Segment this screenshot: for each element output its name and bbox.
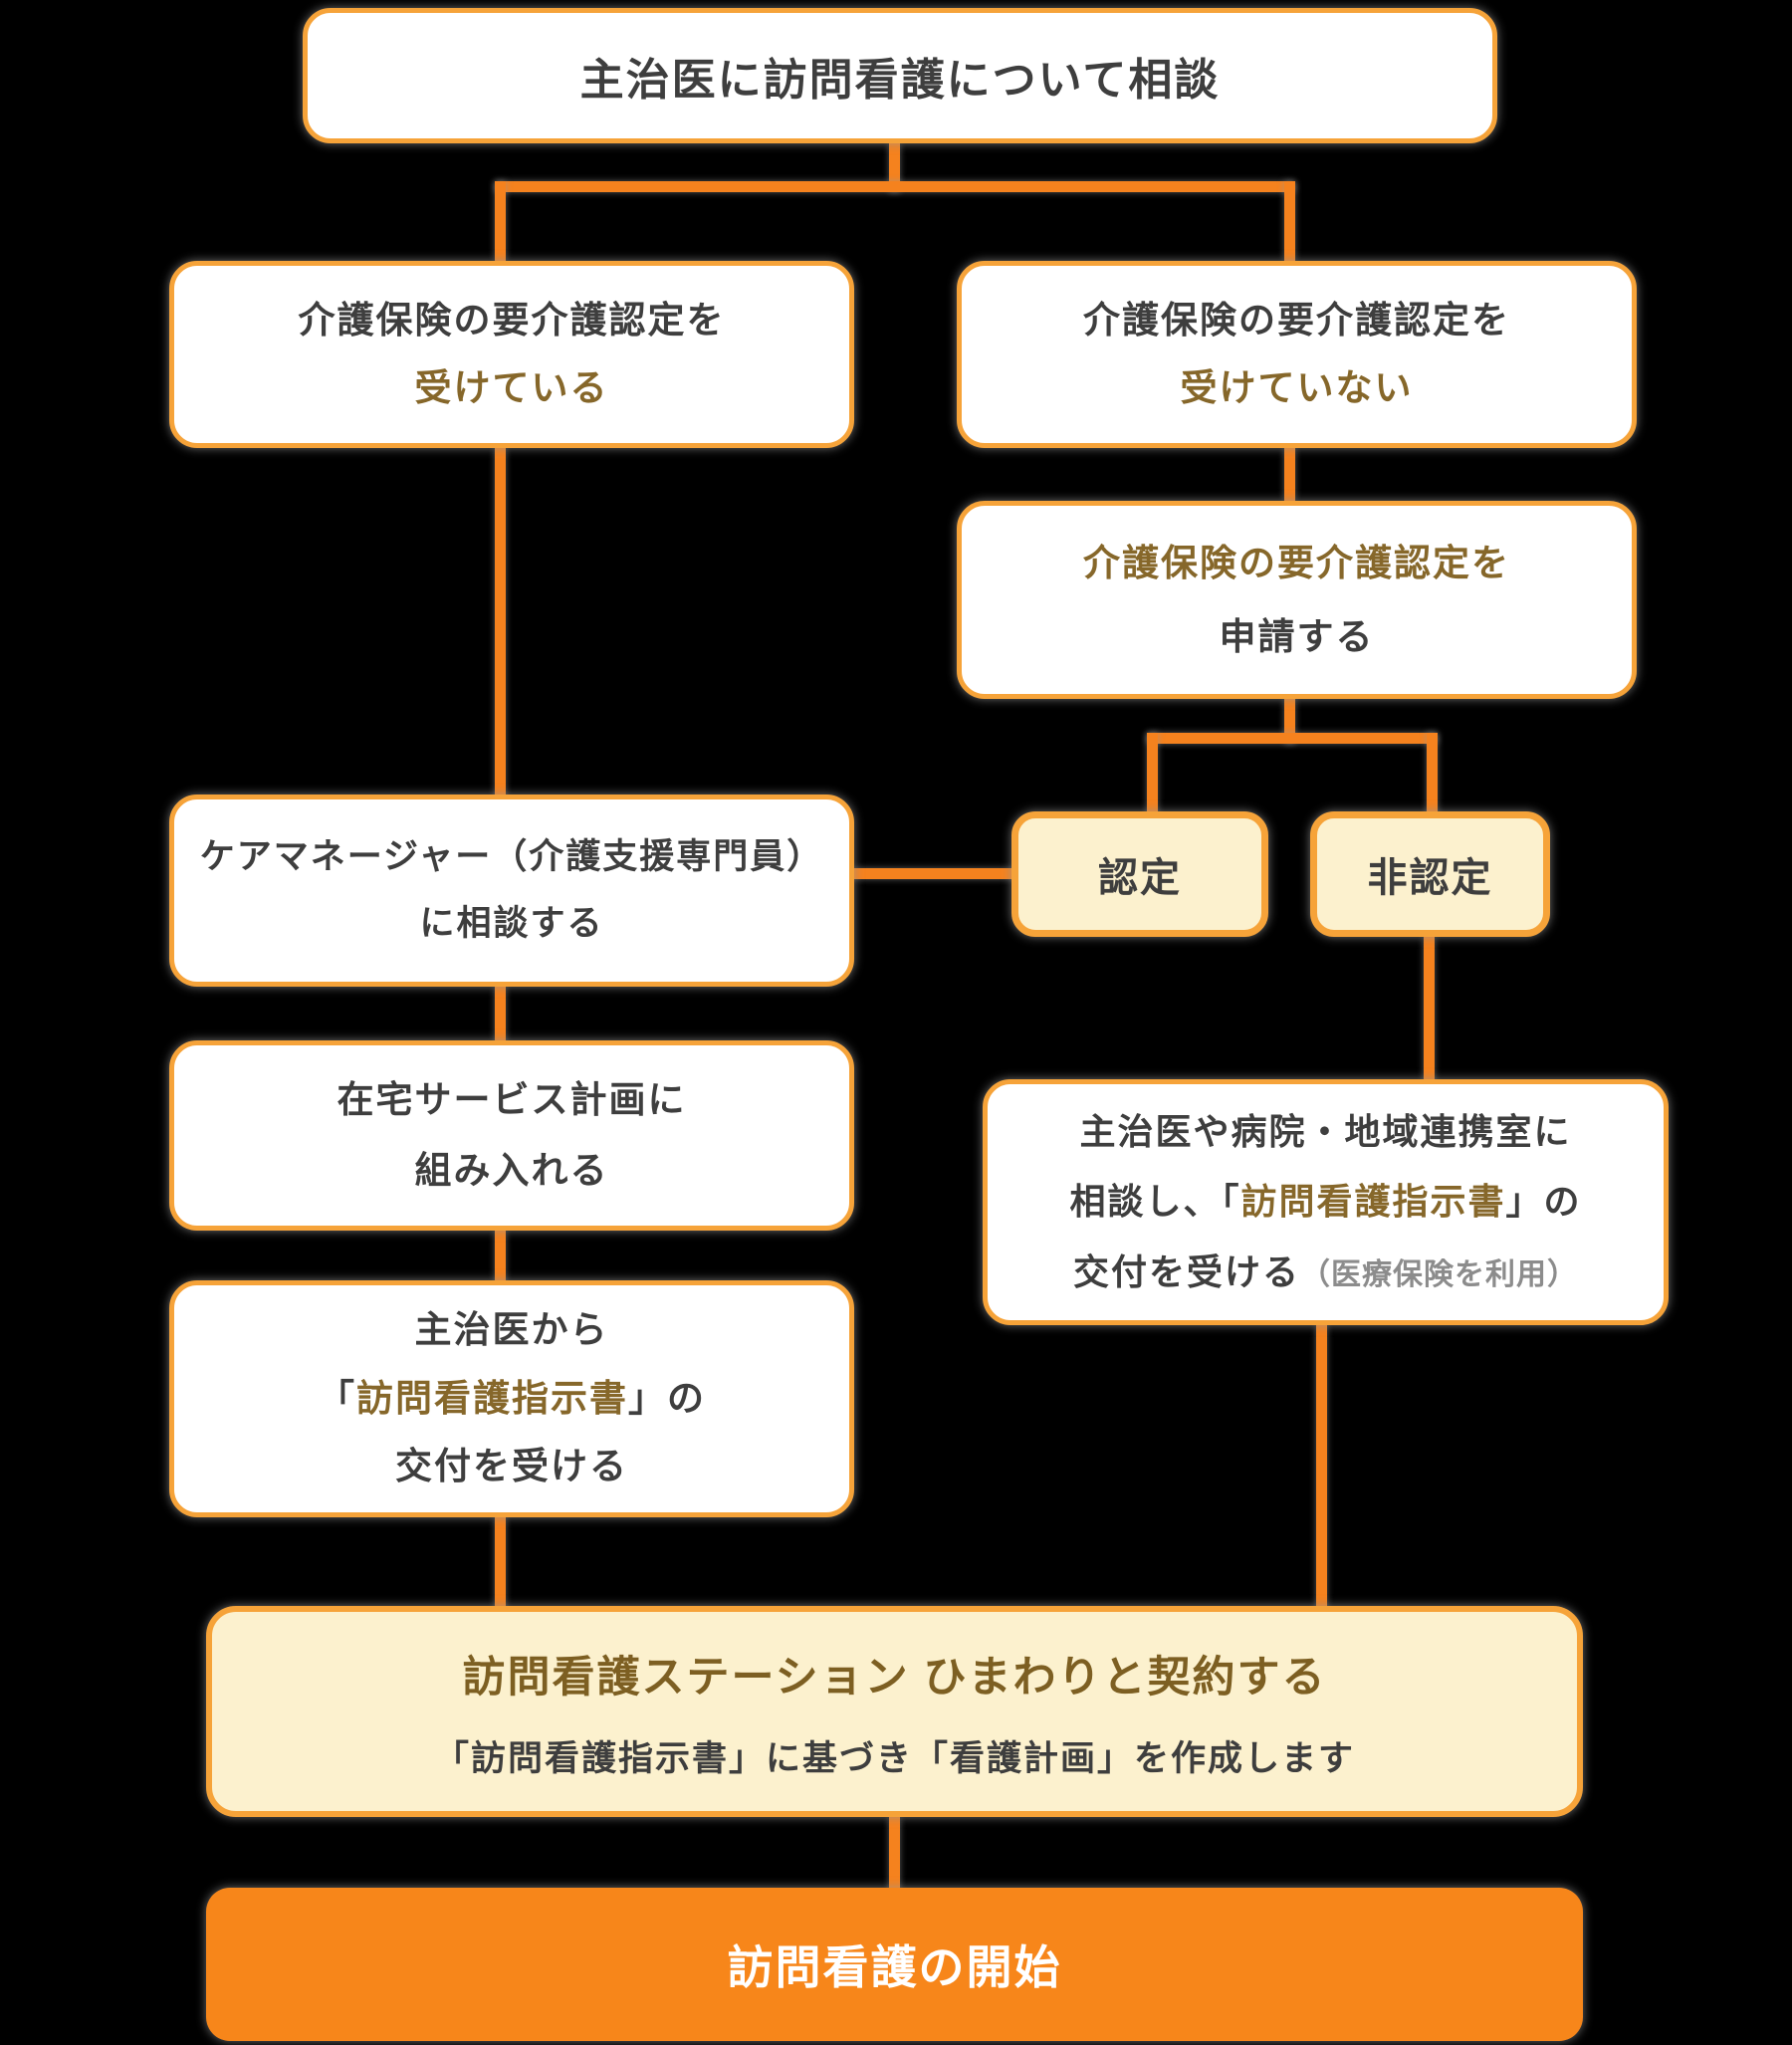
node-hospital-consult-line2-post: 」の — [1505, 1181, 1582, 1223]
node-home-service-plan: 在宅サービス計画に 組み入れる — [169, 1040, 854, 1231]
connector-branch-bar-result — [1147, 733, 1438, 744]
node-hospital-consult: 主治医や病院・地域連携室に 相談し、「訪問看護指示書」の 交付を受ける（医療保険… — [983, 1079, 1669, 1325]
node-has-certification-line1: 介護保険の要介護認定を — [298, 299, 726, 341]
node-contract-subtitle: 「訪問看護指示書」に基づき「看護計画」を作成します — [433, 1738, 1355, 1778]
node-start-nursing-label: 訪問看護の開始 — [727, 1941, 1062, 1993]
node-apply-certification: 介護保険の要介護認定を 申請する — [957, 501, 1637, 699]
connector-drop-to-not-certified — [1427, 733, 1438, 816]
node-doctor-directive: 主治医から 「訪問看護指示書」の 交付を受ける — [169, 1280, 854, 1517]
node-has-certification-line2: 受けている — [414, 367, 609, 408]
node-not-certified-label: 非認定 — [1367, 856, 1493, 900]
node-hospital-consult-line3: 交付を受ける — [1072, 1250, 1300, 1292]
node-care-manager-line2: に相談する — [419, 903, 604, 943]
connector-notcertified-to-hospital — [1424, 937, 1435, 1083]
connector-drop-to-certified — [1147, 733, 1158, 816]
connector-hascert-to-caremanager — [495, 448, 506, 798]
node-has-certification: 介護保険の要介護認定を 受けている — [169, 261, 854, 448]
node-hospital-consult-line2-pre: 相談し、「 — [1069, 1181, 1241, 1223]
node-home-service-plan-line2: 組み入れる — [414, 1149, 609, 1191]
connector-drop-to-has-cert — [495, 181, 506, 261]
connector-contract-to-start — [889, 1817, 900, 1892]
node-apply-certification-line2: 申請する — [1219, 615, 1375, 657]
node-hospital-consult-line3-note: （医療保険を利用） — [1300, 1257, 1578, 1291]
node-doctor-directive-line3: 交付を受ける — [395, 1446, 628, 1487]
connector-branch-bar-top — [495, 181, 1295, 192]
node-hospital-consult-line1: 主治医や病院・地域連携室に — [1079, 1111, 1572, 1153]
node-start-nursing: 訪問看護の開始 — [206, 1888, 1583, 2041]
node-doctor-directive-line2-post: 」の — [628, 1377, 706, 1419]
node-contract-station: 訪問看護ステーション ひまわりと契約する 「訪問看護指示書」に基づき「看護計画」… — [206, 1606, 1583, 1817]
node-doctor-directive-line2-pre: 「 — [318, 1377, 356, 1419]
connector-caremanager-to-homeplan — [495, 987, 506, 1044]
connector-drop-to-no-cert — [1284, 181, 1295, 261]
node-certified: 認定 — [1011, 811, 1268, 937]
node-certified-label: 認定 — [1098, 856, 1182, 900]
node-care-manager-line1: ケアマネージャー（介護支援専門員） — [199, 837, 824, 876]
node-no-certification-line1: 介護保険の要介護認定を — [1083, 299, 1510, 341]
connector-homeplan-to-directive — [495, 1231, 506, 1284]
node-doctor-directive-line1: 主治医から — [414, 1309, 609, 1351]
node-no-certification: 介護保険の要介護認定を 受けていない — [957, 261, 1637, 448]
connector-certified-to-caremanager — [851, 868, 1015, 879]
connector-top-stem — [889, 143, 900, 192]
connector-hospital-to-contract — [1316, 1325, 1327, 1610]
node-consult-doctor-label: 主治医に訪問看護について相談 — [579, 56, 1221, 105]
node-contract-title: 訪問看護ステーション ひまわりと契約する — [462, 1653, 1327, 1702]
node-no-certification-line2: 受けていない — [1180, 367, 1414, 408]
connector-nocert-to-apply — [1284, 448, 1295, 501]
connector-directive-to-contract — [495, 1517, 506, 1610]
node-doctor-directive-line2-highlight: 訪問看護指示書 — [356, 1377, 628, 1419]
connector-apply-stem — [1284, 699, 1295, 744]
node-hospital-consult-line2-highlight: 訪問看護指示書 — [1240, 1181, 1506, 1223]
node-apply-certification-line1: 介護保険の要介護認定を — [1083, 542, 1510, 583]
node-consult-doctor: 主治医に訪問看護について相談 — [303, 8, 1497, 143]
node-not-certified: 非認定 — [1310, 811, 1550, 937]
node-care-manager: ケアマネージャー（介護支援専門員） に相談する — [169, 795, 854, 987]
node-home-service-plan-line1: 在宅サービス計画に — [336, 1079, 687, 1121]
